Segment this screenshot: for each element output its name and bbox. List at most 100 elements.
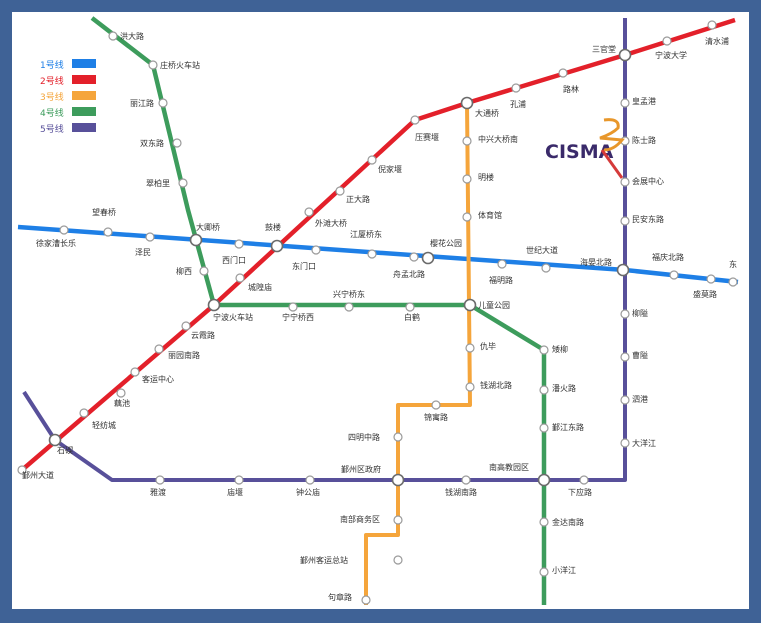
station-marker (410, 115, 420, 125)
station-marker (393, 432, 403, 442)
transfer-station-marker (421, 251, 435, 265)
station-label: 望春桥 (92, 207, 116, 217)
station-label: 曹隘 (632, 350, 648, 360)
station-marker (234, 475, 244, 485)
station-label: 双东路 (140, 138, 164, 148)
station-label: 鄞州区政府 (341, 464, 381, 474)
legend-label: 5号线 (40, 123, 64, 135)
station-marker (465, 382, 475, 392)
station-label: 石碶 (57, 445, 73, 455)
station-label: 皇孟港 (632, 96, 656, 106)
station-label: 会展中心 (632, 176, 664, 186)
station-label: 泗港 (632, 394, 648, 404)
station-label: 庙堰 (227, 487, 243, 497)
legend-label: 1号线 (40, 59, 64, 71)
station-marker (344, 302, 354, 312)
station-marker (728, 277, 738, 287)
station-label: 中兴大桥南 (478, 134, 518, 144)
line2-path (20, 17, 736, 472)
legend-swatch (72, 75, 96, 84)
station-marker (620, 98, 630, 108)
station-label: 翠柏里 (146, 178, 170, 188)
station-marker (620, 177, 630, 187)
station-marker (461, 475, 471, 485)
station-marker (409, 252, 419, 262)
station-label: 倪家堰 (378, 164, 402, 174)
station-label: 东门口 (292, 261, 316, 271)
station-label: 云霞路 (191, 330, 215, 340)
transfer-station-marker (270, 239, 284, 253)
station-marker (539, 345, 549, 355)
line1-path (17, 224, 739, 285)
station-label: 福明路 (489, 275, 513, 285)
transfer-station-marker (463, 298, 477, 312)
station-marker (304, 207, 314, 217)
station-label: 钱湖南路 (445, 487, 477, 497)
transfer-station-marker (616, 263, 630, 277)
station-marker (181, 321, 191, 331)
station-label: 徐家漕长乐 (36, 238, 76, 248)
station-label: 四明中路 (348, 432, 380, 442)
station-label: 南高教园区 (489, 462, 529, 472)
station-label: 兴宁桥东 (333, 289, 365, 299)
station-label: 东 (729, 259, 737, 269)
station-marker (465, 343, 475, 353)
station-label: 鄞州大道 (22, 470, 54, 480)
station-label: 柳隘 (632, 308, 648, 318)
station-label: 世纪大道 (526, 245, 558, 255)
station-label: 鄞州客运总站 (300, 555, 348, 565)
station-marker (305, 475, 315, 485)
station-marker (539, 385, 549, 395)
legend-label: 3号线 (40, 91, 64, 103)
station-marker (497, 259, 507, 269)
logo-tail-icon (600, 149, 624, 179)
station-label: 矮柳 (552, 344, 568, 354)
station-label: 樱花公园 (430, 238, 462, 248)
station-marker (462, 212, 472, 222)
station-label: 白鹤 (404, 312, 420, 322)
station-marker (393, 515, 403, 525)
station-marker (145, 232, 155, 242)
station-label: 外滩大桥 (315, 218, 347, 228)
station-marker (361, 595, 371, 605)
station-label: 南部商务区 (340, 514, 380, 524)
transfer-station-marker (460, 96, 474, 110)
station-label: 福庆北路 (652, 252, 684, 262)
station-marker (103, 227, 113, 237)
station-label: 海晏北路 (580, 257, 612, 267)
station-marker (662, 36, 672, 46)
station-label: 体育馆 (478, 210, 502, 220)
station-label: 小洋江 (552, 565, 576, 575)
station-marker (367, 249, 377, 259)
line3-path (364, 102, 472, 605)
station-marker (511, 83, 521, 93)
station-label: 庄桥火车站 (160, 60, 200, 70)
station-marker (335, 186, 345, 196)
station-label: 鄞江东路 (552, 422, 584, 432)
station-label: 钱湖北路 (480, 380, 512, 390)
station-marker (669, 270, 679, 280)
transfer-station-marker (207, 298, 221, 312)
station-label: 潘火路 (552, 383, 576, 393)
station-marker (367, 155, 377, 165)
station-marker (108, 31, 118, 41)
logo-swoosh-icon (599, 118, 625, 152)
legend-swatch (72, 107, 96, 116)
station-label: 陈士路 (632, 135, 656, 145)
legend-swatch (72, 59, 96, 68)
station-marker (393, 555, 403, 565)
station-label: 宁波火车站 (213, 312, 253, 322)
station-marker (17, 465, 27, 475)
station-label: 大通桥 (475, 108, 499, 118)
station-label: 舟孟北路 (393, 269, 425, 279)
station-label: 儿童公园 (478, 300, 510, 310)
station-marker (234, 239, 244, 249)
legend-label: 4号线 (40, 107, 64, 119)
station-label: 盛莫路 (693, 289, 717, 299)
station-marker (579, 475, 589, 485)
station-label: 宁波大学 (655, 50, 687, 60)
station-marker (539, 567, 549, 577)
station-marker (116, 388, 126, 398)
station-label: 宁宁桥西 (282, 312, 314, 322)
